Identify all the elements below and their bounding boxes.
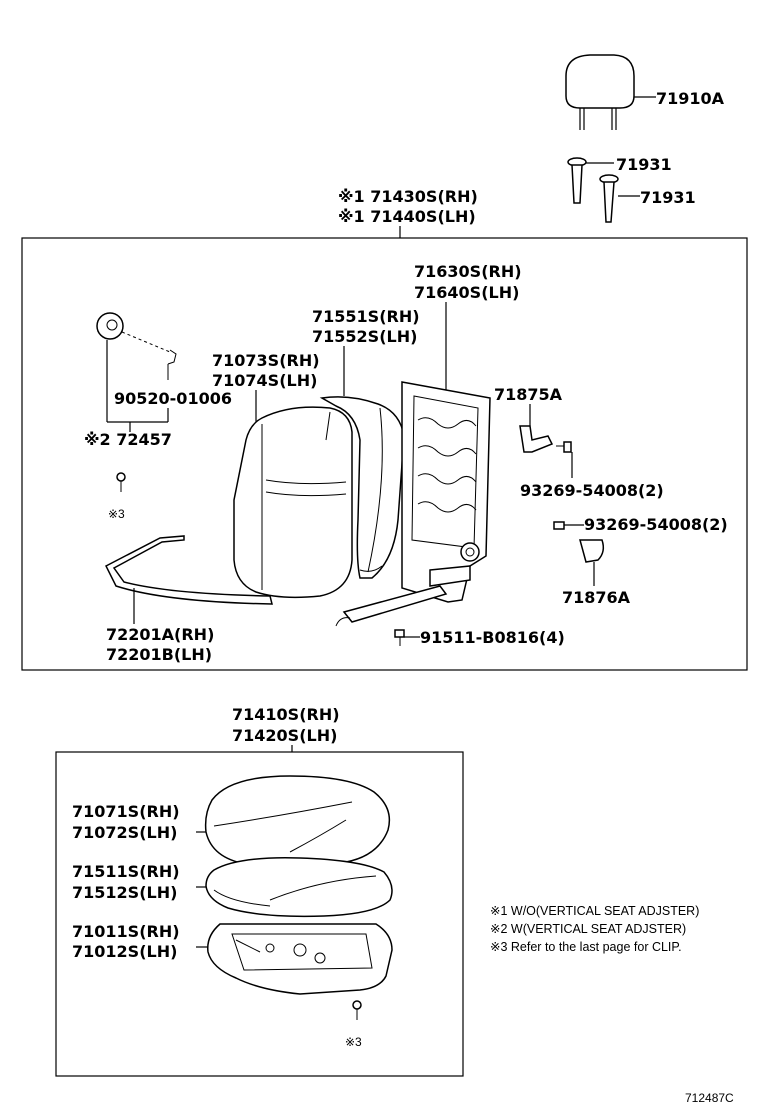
headrest-support-1	[567, 157, 587, 204]
bolt-part	[394, 629, 405, 646]
seat-back-frame-part	[335, 381, 491, 627]
seat-cushion-box	[55, 751, 464, 1077]
label-cushion-frame-lh: 71012S(LH)	[72, 942, 177, 961]
label-knob-pin: 90520-01006	[114, 389, 232, 408]
label-screw-2: 93269-54008(2)	[584, 515, 728, 534]
label-hinge-cover-a: 71875A	[494, 385, 563, 404]
label-support-2: 71931	[640, 188, 696, 207]
label-cushion-cover-lh: 71072S(LH)	[72, 823, 177, 842]
label-bolt: 91511-B0816(4)	[420, 628, 565, 647]
note-1: ※1 W/O(VERTICAL SEAT ADJSTER)	[490, 904, 699, 918]
label-cushion-pad-rh: 71511S(RH)	[72, 862, 180, 881]
screw-2-part	[553, 521, 565, 530]
label-support-1: 71931	[616, 155, 672, 174]
seat-back-cover-part	[233, 406, 353, 599]
seat-back-pad-part	[319, 396, 405, 579]
cushion-frame-part	[207, 923, 393, 995]
label-knob: ※2 72457	[84, 430, 172, 449]
label-back-assy-lh: ※1 71440S(LH)	[338, 207, 476, 226]
label-back-pad-rh: 71551S(RH)	[312, 307, 420, 326]
label-frame-rh: 71630S(RH)	[414, 262, 522, 281]
label-hinge-cover-b: 71876A	[562, 588, 631, 607]
clip-icon	[352, 1000, 362, 1020]
screw-1-part	[556, 441, 572, 453]
label-wire-lh: 72201B(LH)	[106, 645, 212, 664]
knob-part	[96, 312, 177, 380]
cushion-pad-part	[205, 857, 393, 918]
diagram-id: 712487C	[685, 1091, 734, 1105]
label-clip-ref-2: ※3	[345, 1035, 362, 1049]
seat-back-frame-box	[21, 237, 748, 671]
label-back-cover-lh: 71074S(LH)	[212, 371, 317, 390]
label-cushion-frame-rh: 71011S(RH)	[72, 922, 180, 941]
label-frame-lh: 71640S(LH)	[414, 283, 519, 302]
note-2: ※2 W(VERTICAL SEAT ADJSTER)	[490, 922, 686, 936]
label-headrest: 71910A	[656, 89, 725, 108]
clip-icon	[116, 472, 126, 492]
label-clip-ref-1: ※3	[108, 507, 125, 521]
label-back-cover-rh: 71073S(RH)	[212, 351, 320, 370]
cushion-cover-part	[204, 775, 391, 868]
label-cushion-assy-rh: 71410S(RH)	[232, 705, 340, 724]
note-3: ※3 Refer to the last page for CLIP.	[490, 940, 682, 954]
hinge-cover-a-part	[519, 425, 554, 453]
label-back-pad-lh: 71552S(LH)	[312, 327, 417, 346]
label-back-assy-rh: ※1 71430S(RH)	[338, 187, 478, 206]
wire-part	[104, 535, 273, 605]
label-cushion-cover-rh: 71071S(RH)	[72, 802, 180, 821]
label-screw-1: 93269-54008(2)	[520, 481, 664, 500]
label-cushion-assy-lh: 71420S(LH)	[232, 726, 337, 745]
headrest-part	[565, 54, 635, 130]
label-cushion-pad-lh: 71512S(LH)	[72, 883, 177, 902]
hinge-cover-b-part	[579, 539, 605, 563]
headrest-support-2	[599, 174, 619, 223]
label-wire-rh: 72201A(RH)	[106, 625, 214, 644]
